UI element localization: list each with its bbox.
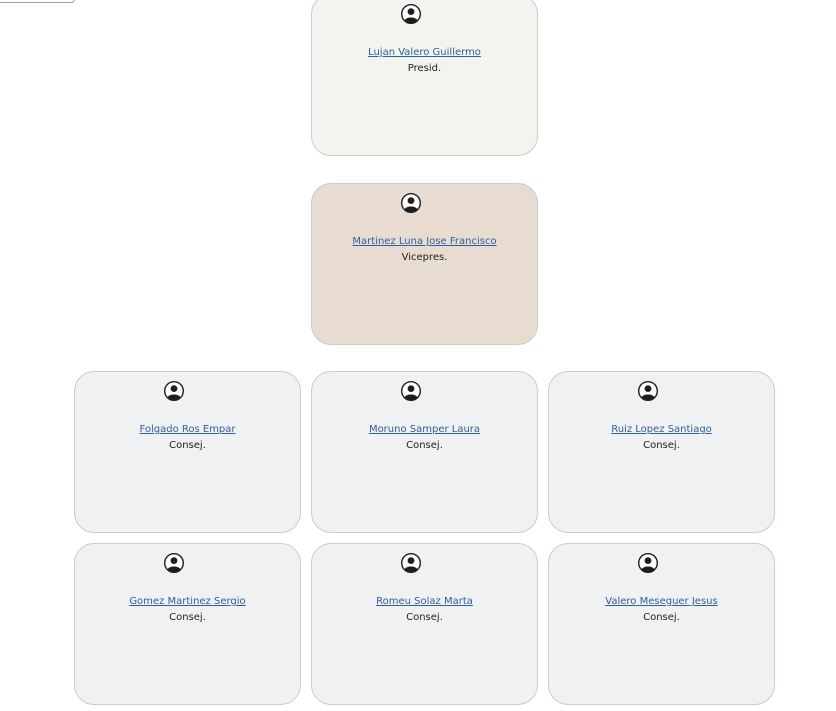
user-circle-icon [401,193,421,213]
member-role: Vicepres. [401,252,448,263]
user-circle-icon [638,553,658,573]
member-role: Consej. [643,440,680,451]
member-card-vicepresident: Martinez Luna Jose Francisco Vicepres. [311,183,538,345]
member-name-link[interactable]: Romeu Solaz Marta [376,596,473,607]
member-name-link[interactable]: Valero Meseguer Jesus [605,596,718,607]
member-name-link[interactable]: Martinez Luna Jose Francisco [352,236,497,247]
user-circle-icon [164,553,184,573]
user-circle-icon [401,381,421,401]
partial-control-button[interactable] [0,0,75,3]
user-circle-icon [401,4,421,24]
member-role: Consej. [643,612,680,623]
member-card-board: Gomez Martinez Sergio Consej. [74,543,301,705]
member-card-board: Moruno Samper Laura Consej. [311,371,538,533]
member-name-link[interactable]: Ruiz Lopez Santiago [611,424,712,435]
member-role: Consej. [169,612,206,623]
member-card-board: Valero Meseguer Jesus Consej. [548,543,775,705]
user-circle-icon [164,381,184,401]
member-role: Consej. [169,440,206,451]
member-role: Consej. [406,440,443,451]
member-card-president: Lujan Valero Guillermo Presid. [311,0,538,156]
member-name-link[interactable]: Moruno Samper Laura [368,424,481,435]
member-role: Consej. [406,612,443,623]
member-role: Presid. [407,63,442,74]
member-name-link[interactable]: Gomez Martinez Sergio [129,596,246,607]
member-card-board: Folgado Ros Empar Consej. [74,371,301,533]
member-card-board: Ruiz Lopez Santiago Consej. [548,371,775,533]
member-name-link[interactable]: Lujan Valero Guillermo [368,47,481,58]
member-card-board: Romeu Solaz Marta Consej. [311,543,538,705]
member-name-link[interactable]: Folgado Ros Empar [139,424,236,435]
user-circle-icon [401,553,421,573]
user-circle-icon [638,381,658,401]
